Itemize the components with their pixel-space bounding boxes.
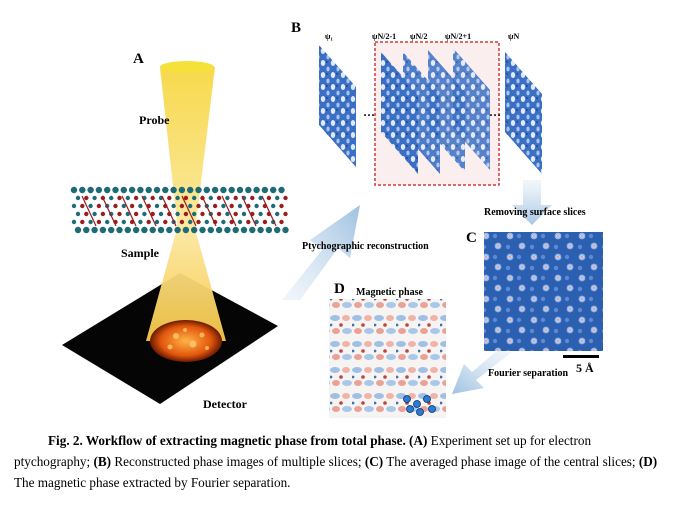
panel-label-c: C	[466, 230, 477, 247]
slice-stack	[319, 42, 542, 185]
detector-spot	[150, 320, 222, 362]
sample-label: Sample	[121, 246, 159, 261]
arrow-reconstruction	[282, 205, 360, 300]
caption-b-text: Reconstructed phase images of multiple s…	[111, 454, 362, 469]
caption-a-label: (A)	[409, 433, 427, 448]
caption-c-text: The averaged phase image of the central …	[383, 454, 635, 469]
caption-c-label: (C)	[365, 454, 383, 469]
panel-label-a: A	[133, 51, 144, 68]
psi-n2-minus-1-label: ψN/2-1	[372, 32, 396, 41]
slice-ellipsis-right: ···	[489, 108, 501, 123]
psi-n-label: ψN	[508, 32, 519, 41]
figure-caption: Fig. 2. Workflow of extracting magnetic …	[14, 430, 664, 493]
averaged-phase-image	[484, 232, 603, 351]
caption-d-text: The magnetic phase extracted by Fourier …	[14, 475, 290, 490]
ptychographic-label: Ptychographic reconstruction	[302, 241, 429, 252]
caption-b-label: (B)	[93, 454, 111, 469]
caption-title: Fig. 2. Workflow of extracting magnetic …	[48, 433, 406, 448]
slice-n	[505, 52, 542, 174]
experiment-setup	[62, 61, 289, 404]
probe-cone-top	[160, 61, 214, 73]
figure: A B C D Probe Sample Detector Ptychograp…	[0, 0, 676, 425]
slice-1	[319, 45, 356, 167]
psi-n2-label: ψN/2	[410, 32, 428, 41]
caption-d-label: (D)	[639, 454, 657, 469]
slice-ellipsis-left: ···	[363, 108, 375, 123]
detector-label: Detector	[203, 397, 247, 412]
fourier-label: Fourier separation	[488, 368, 568, 379]
removing-label: Removing surface slices	[484, 207, 586, 218]
psi-1-label: ψ₁	[325, 32, 333, 41]
scale-bar	[563, 355, 599, 358]
probe-label: Probe	[139, 113, 169, 128]
psi-n2-plus-1-label: ψN/2+1	[445, 32, 471, 41]
panel-label-b: B	[291, 20, 301, 37]
scale-label: 5 Å	[576, 361, 594, 376]
panel-label-d: D	[334, 281, 345, 298]
magnetic-label: Magnetic phase	[356, 287, 423, 298]
arrow-removing	[512, 180, 552, 225]
